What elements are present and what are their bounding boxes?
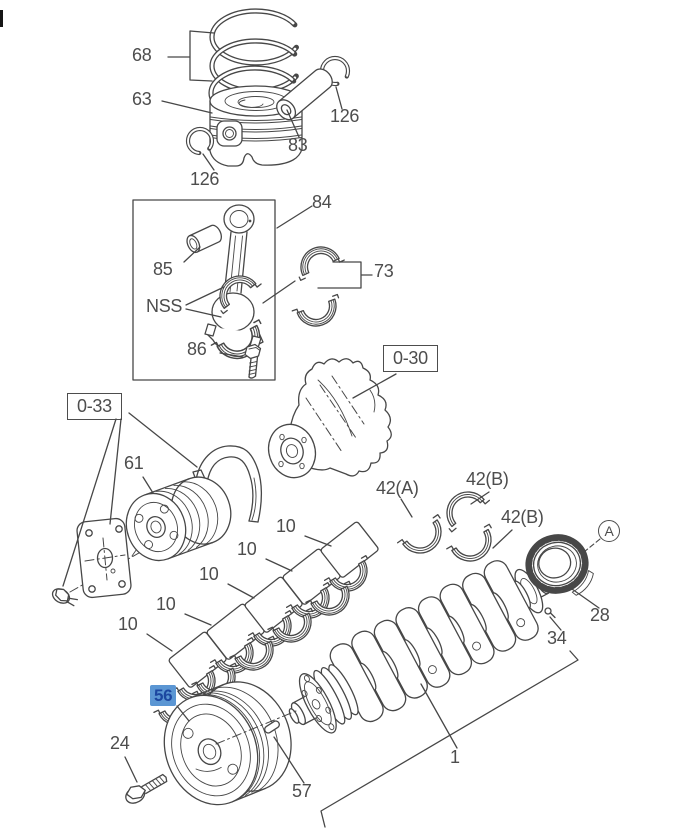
dowel-pin-drawing xyxy=(544,607,556,619)
assembly-axis-line xyxy=(215,710,297,745)
rod-bearing-set-drawing xyxy=(290,238,347,334)
scan-edge-artifact xyxy=(0,10,3,27)
idler-pulley-drawing xyxy=(125,476,232,562)
pulley-bolt-drawing xyxy=(125,773,168,804)
label-rod-bushing[interactable]: 85 xyxy=(153,259,173,279)
label-snap-ring-right[interactable]: 126 xyxy=(330,106,360,126)
label-crank-gear[interactable]: 28 xyxy=(590,605,610,625)
label-main-bearing-4[interactable]: 10 xyxy=(237,539,257,559)
ref-box-0-30[interactable]: 0-30 xyxy=(383,345,438,372)
ref-box-0-33[interactable]: 0-33 xyxy=(67,393,122,420)
label-rod-bearing[interactable]: 73 xyxy=(374,261,394,281)
label-snap-ring-left[interactable]: 126 xyxy=(190,169,220,189)
gear-case-drawing xyxy=(267,358,392,479)
label-thrust-washer-a[interactable]: 42(A) xyxy=(376,478,419,498)
label-main-bearing-2[interactable]: 10 xyxy=(156,594,176,614)
label-piston[interactable]: 63 xyxy=(132,89,152,109)
connecting-rod-kit-drawing xyxy=(132,199,276,381)
label-woodruff-key[interactable]: 57 xyxy=(292,781,312,801)
label-pulley-bolt[interactable]: 24 xyxy=(110,733,130,753)
leader-lines xyxy=(62,30,601,828)
front-cover-bolt-drawing xyxy=(51,588,79,607)
front-plate-drawing xyxy=(76,517,151,599)
label-rod-bolt[interactable]: 86 xyxy=(187,339,207,359)
label-thrust-washer-b1[interactable]: 42(B) xyxy=(466,469,509,489)
label-piston-pin[interactable]: 83 xyxy=(288,135,308,155)
woodruff-key-drawing xyxy=(264,720,280,734)
label-thrust-washer-b2[interactable]: 42(B) xyxy=(501,507,544,527)
label-dowel-pin[interactable]: 34 xyxy=(547,628,567,648)
piston-pin-drawing xyxy=(276,68,333,121)
snap-ring-left-drawing xyxy=(185,126,215,156)
label-idler-pulley[interactable]: 61 xyxy=(124,453,144,473)
label-connecting-rod[interactable]: 84 xyxy=(312,192,332,212)
crank-pulley-drawing xyxy=(163,681,292,806)
label-main-bearing-3[interactable]: 10 xyxy=(199,564,219,584)
label-main-bearing-1[interactable]: 10 xyxy=(118,614,138,634)
view-a-marker: A xyxy=(598,520,620,542)
arc-seal-drawing xyxy=(192,445,263,523)
crank-gear-drawing xyxy=(525,534,594,596)
label-main-bearing-5[interactable]: 10 xyxy=(276,516,296,536)
label-piston-rings[interactable]: 68 xyxy=(132,45,152,65)
label-crank-pulley-selected[interactable]: 56 xyxy=(150,685,177,706)
label-crankshaft[interactable]: 1 xyxy=(450,747,460,767)
label-nss: NSS xyxy=(146,296,183,316)
